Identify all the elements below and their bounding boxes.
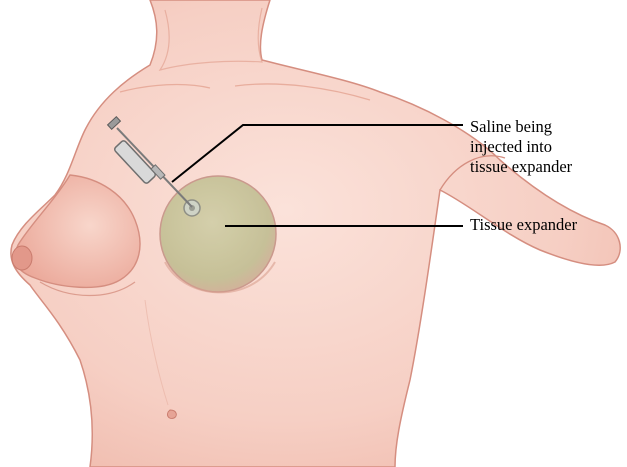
navel (167, 410, 176, 418)
saline-label-line-3: tissue expander (470, 157, 572, 177)
tissue-expander (160, 176, 276, 292)
saline-label-line-2: injected into (470, 137, 572, 157)
tissue-expander-label: Tissue expander (470, 215, 577, 235)
saline-label: Saline being injected into tissue expand… (470, 117, 572, 177)
saline-label-line-1: Saline being (470, 117, 572, 137)
nipple (12, 246, 32, 270)
